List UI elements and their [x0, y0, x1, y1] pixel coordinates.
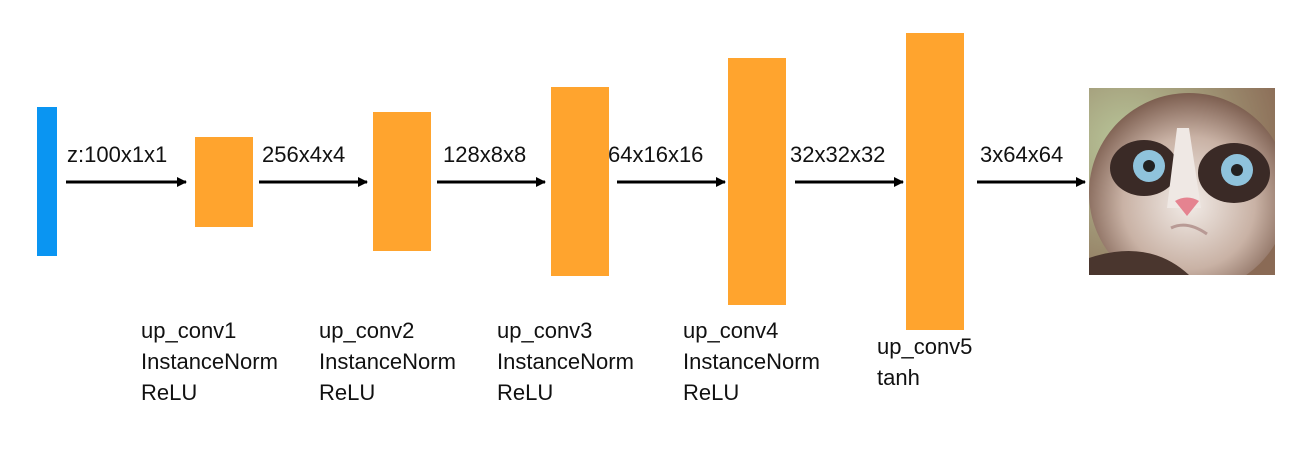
caption-line: InstanceNorm [319, 349, 456, 374]
layer-caption-3: up_conv3 InstanceNorm ReLU [497, 315, 634, 408]
layer-caption-2: up_conv2 InstanceNorm ReLU [319, 315, 456, 408]
layer-caption-5: up_conv5 tanh [877, 331, 972, 393]
caption-line: up_conv3 [497, 318, 593, 343]
caption-line: up_conv5 [877, 334, 973, 359]
caption-line: up_conv1 [141, 318, 237, 343]
caption-line: ReLU [497, 380, 554, 405]
caption-line: ReLU [319, 380, 376, 405]
layer-caption-4: up_conv4 InstanceNorm ReLU [683, 315, 820, 408]
layer-block-1 [195, 137, 253, 227]
edge-label-5: 32x32x32 [790, 142, 886, 167]
caption-line: InstanceNorm [683, 349, 820, 374]
layer-block-3 [551, 87, 609, 276]
edge-label-4: 64x16x16 [608, 142, 704, 167]
edge-label-3: 128x8x8 [443, 142, 527, 167]
caption-line: tanh [877, 365, 920, 390]
edge-label-2: 256x4x4 [262, 142, 346, 167]
edge-label-1: z:100x1x1 [67, 142, 168, 167]
caption-line: up_conv4 [683, 318, 779, 343]
edge-label-6: 3x64x64 [980, 142, 1064, 167]
caption-line: InstanceNorm [141, 349, 278, 374]
layer-block-5 [906, 33, 964, 330]
caption-line: ReLU [141, 380, 198, 405]
caption-line: up_conv2 [319, 318, 415, 343]
layer-block-2 [373, 112, 431, 251]
layer-caption-1: up_conv1 InstanceNorm ReLU [141, 315, 278, 408]
caption-line: ReLU [683, 380, 740, 405]
grumpy-cat-image-icon [1089, 88, 1275, 275]
caption-line: InstanceNorm [497, 349, 634, 374]
layer-block-4 [728, 58, 786, 305]
latent-vector [37, 107, 57, 256]
